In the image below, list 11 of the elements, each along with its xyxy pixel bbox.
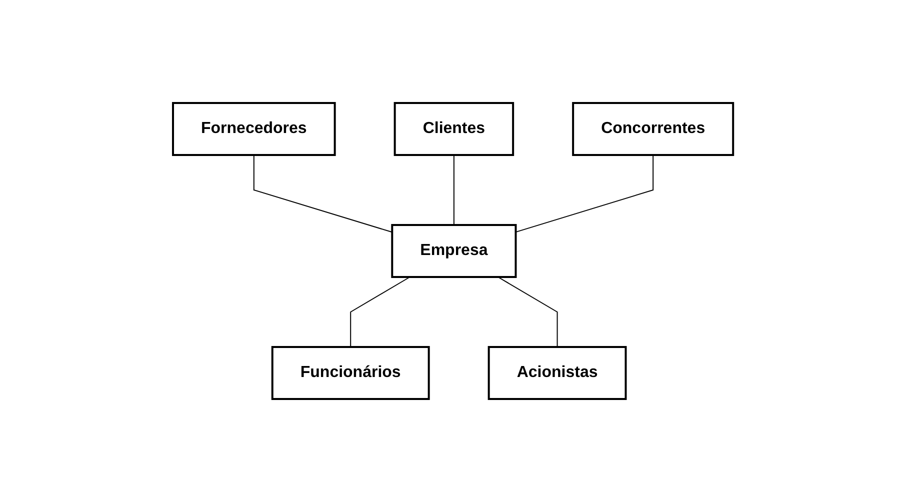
node-box: Clientes xyxy=(394,102,514,156)
connector xyxy=(350,276,410,347)
node-box: Concorrentes xyxy=(572,102,734,156)
node-box: Fornecedores xyxy=(172,102,336,156)
connector xyxy=(497,276,558,347)
connector xyxy=(515,154,654,232)
connector xyxy=(253,154,393,232)
node-box: Funcionários xyxy=(271,346,430,400)
node-box: Acionistas xyxy=(488,346,627,400)
connector xyxy=(453,154,454,225)
node-box: Empresa xyxy=(391,224,517,278)
